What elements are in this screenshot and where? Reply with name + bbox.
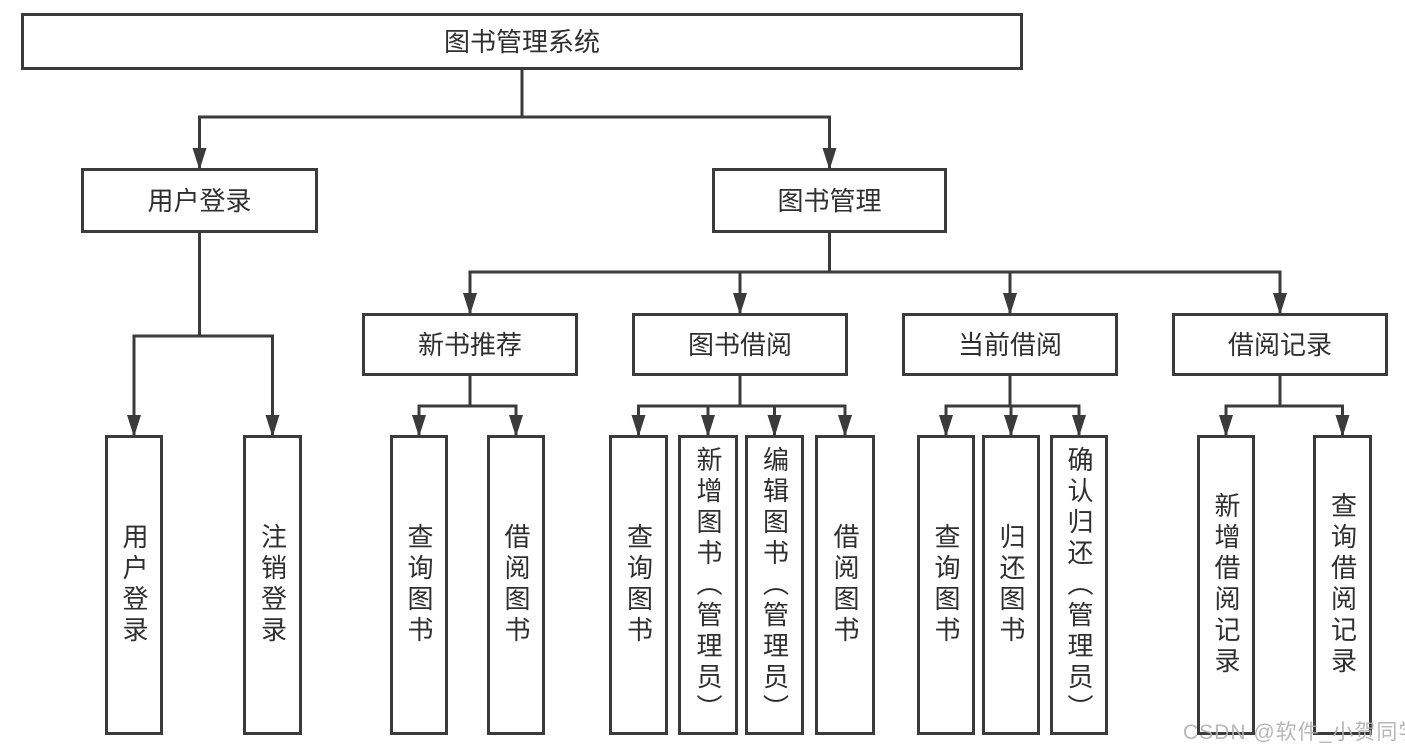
node-cur-return: 归还图书 (982, 435, 1040, 735)
arrowhead-icon (838, 415, 852, 437)
node-label-mgmt: 图书管理 (777, 185, 882, 216)
node-label-rec-add: 新增借阅记录 (1211, 492, 1241, 678)
node-label-bw-query: 查询图书 (623, 523, 654, 647)
node-nb-borrow: 借阅图书 (487, 435, 545, 735)
node-label-bw-edit: 编辑图书（管理员） (759, 445, 790, 725)
node-label-user-login: 用户登录 (119, 523, 149, 647)
node-bw-edit: 编辑图书（管理员） (745, 435, 804, 735)
node-label-bw-borrow: 借阅图书 (830, 523, 860, 647)
arrowhead-icon (463, 293, 477, 315)
node-user-login: 用户登录 (105, 435, 163, 735)
node-bw-borrow: 借阅图书 (815, 435, 875, 735)
node-borrow: 图书借阅 (632, 313, 848, 376)
arrowhead-icon (701, 415, 715, 437)
arrowhead-icon (631, 415, 646, 437)
node-nb-query: 查询图书 (390, 435, 448, 735)
node-rec-add: 新增借阅记录 (1197, 435, 1255, 735)
edge-borrow (631, 376, 852, 437)
arrowhead-icon (822, 148, 837, 170)
arrowhead-icon (509, 415, 523, 437)
arrowhead-icon (767, 415, 782, 437)
arrowhead-icon (1004, 415, 1018, 437)
node-label-cur-return: 归还图书 (996, 523, 1026, 647)
node-label-cur-query: 查询图书 (931, 523, 961, 647)
node-current: 当前借阅 (902, 313, 1118, 376)
edge-login (127, 233, 280, 437)
arrowhead-icon (1273, 293, 1287, 315)
edge-newbook (412, 376, 523, 437)
node-cur-query: 查询图书 (917, 435, 975, 735)
edge-mgmt (463, 233, 1287, 315)
arrowhead-icon (1072, 415, 1086, 437)
node-label-cur-confirm: 确认归还（管理员） (1064, 445, 1094, 725)
watermark: CSDN @软件_小贺同学 (1183, 721, 1405, 744)
node-records: 借阅记录 (1172, 313, 1388, 376)
arrowhead-icon (1219, 415, 1233, 437)
node-label-bw-add: 新增图书（管理员） (693, 445, 723, 725)
node-bw-add: 新增图书（管理员） (678, 435, 738, 735)
arrowhead-icon (265, 415, 280, 437)
node-label-newbook: 新书推荐 (417, 329, 522, 360)
arrowhead-icon (412, 415, 426, 437)
node-label-login: 用户登录 (147, 185, 252, 216)
edge-current (939, 376, 1086, 437)
node-cur-confirm: 确认归还（管理员） (1050, 435, 1108, 735)
node-label-nb-query: 查询图书 (404, 523, 434, 647)
edge-records (1219, 376, 1350, 437)
node-label-nb-borrow: 借阅图书 (501, 523, 531, 647)
node-logout: 注销登录 (243, 435, 302, 735)
node-label-borrow: 图书借阅 (687, 329, 792, 360)
arrowhead-icon (1335, 415, 1350, 437)
node-newbook: 新书推荐 (362, 313, 578, 376)
node-label-current: 当前借阅 (957, 329, 1062, 360)
node-rec-query: 查询借阅记录 (1313, 435, 1372, 735)
arrowhead-icon (939, 415, 953, 437)
arrowhead-icon (733, 293, 747, 315)
node-label-logout: 注销登录 (257, 523, 288, 647)
node-bw-query: 查询图书 (609, 435, 668, 735)
edge-root (192, 70, 837, 170)
node-login: 用户登录 (81, 168, 318, 233)
node-mgmt: 图书管理 (712, 168, 947, 233)
arrowhead-icon (192, 148, 207, 170)
node-label-root: 图书管理系统 (443, 26, 600, 57)
arrowhead-icon (127, 415, 141, 437)
node-label-rec-query: 查询借阅记录 (1327, 492, 1358, 678)
arrowhead-icon (1003, 293, 1017, 315)
node-root: 图书管理系统 (21, 13, 1023, 70)
node-label-records: 借阅记录 (1227, 329, 1332, 360)
